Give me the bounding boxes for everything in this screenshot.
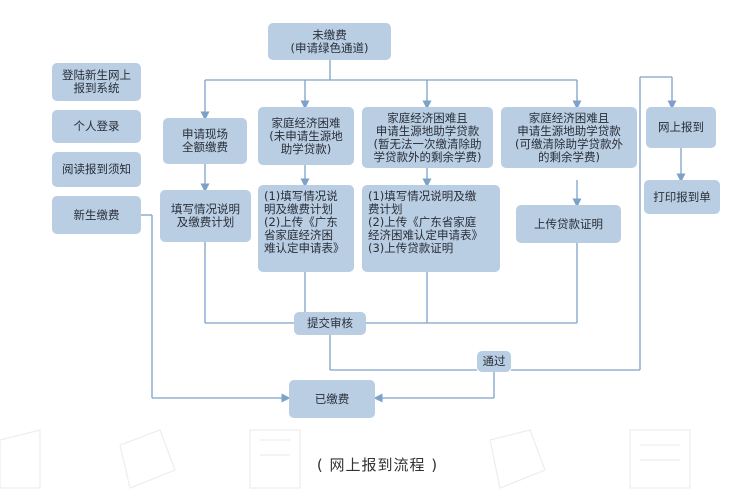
- col3-head-4: 学贷款外的剩余学费): [374, 151, 482, 164]
- col3-body-5: (3)上传贷款证明: [368, 242, 483, 255]
- unpaid-sublabel: (申请绿色通道): [291, 42, 369, 55]
- col3-head-3: (暂无法一次缴清除助: [374, 138, 482, 151]
- print-registration-label: 打印报到单: [653, 191, 711, 204]
- read-notice-label: 阅读报到须知: [62, 163, 131, 176]
- personal-login-label: 个人登录: [74, 120, 120, 133]
- col2-head-1: 家庭经济困难: [269, 117, 343, 130]
- col1-body-node: 填写情况说明 及缴费计划: [160, 190, 251, 242]
- print-registration-node: 打印报到单: [644, 180, 720, 214]
- read-notice-node: 阅读报到须知: [52, 152, 141, 187]
- col3-head-node: 家庭经济困难且 申请生源地助学贷款 (暂无法一次缴清除助 学贷款外的剩余学费): [362, 107, 493, 168]
- col2-head-node: 家庭经济困难 (未申请生源地 助学贷款): [258, 107, 354, 165]
- col3-head-2: 申请生源地助学贷款: [374, 125, 482, 138]
- col2-head-3: 助学贷款): [269, 143, 343, 156]
- new-student-payment-node: 新生缴费: [52, 196, 141, 234]
- unpaid-label: 未缴费: [291, 29, 369, 42]
- pass-node: 通过: [477, 351, 511, 372]
- col2-body-node: (1)填写情况说 明及缴费计划 (2)上传《广东 省家庭经济困 难认定申请表》: [258, 185, 354, 272]
- col4-head-1: 家庭经济困难且: [515, 112, 623, 125]
- online-registration-node: 网上报到: [646, 107, 716, 148]
- submit-review-node: 提交审核: [294, 312, 366, 335]
- col3-body-node: (1)填写情况说明及缴 费计划 (2)上传《广东省家庭 经济困难认定申请表》 (…: [362, 185, 500, 272]
- login-system-label-2: 报到系统: [62, 82, 131, 95]
- online-registration-label: 网上报到: [658, 121, 704, 134]
- col2-head-2: (未申请生源地: [269, 130, 343, 143]
- submit-review-label: 提交审核: [307, 317, 353, 330]
- onsite-full-payment-node: 申请现场 全额缴费: [163, 118, 247, 164]
- login-system-node: 登陆新生网上 报到系统: [52, 63, 141, 101]
- upload-loan-proof-label: 上传贷款证明: [534, 218, 603, 231]
- col3-head-1: 家庭经济困难且: [374, 112, 482, 125]
- col4-head-2: 申请生源地助学贷款: [515, 125, 623, 138]
- new-student-payment-label: 新生缴费: [74, 209, 120, 222]
- col4-head-node: 家庭经济困难且 申请生源地助学贷款 (可缴清除助学贷款外 的剩余学费): [501, 107, 637, 168]
- diagram-caption: ( 网上报到流程 ): [0, 454, 755, 475]
- paid-node: 已缴费: [289, 380, 375, 418]
- paid-label: 已缴费: [315, 393, 350, 406]
- col2-body-5: 难认定申请表》: [264, 242, 345, 255]
- pass-label: 通过: [483, 355, 506, 368]
- col1-body-2: 及缴费计划: [171, 216, 240, 229]
- personal-login-node: 个人登录: [52, 110, 141, 143]
- upload-loan-proof-node: 上传贷款证明: [516, 205, 621, 243]
- unpaid-node: 未缴费 (申请绿色通道): [268, 23, 391, 60]
- col4-head-4: 的剩余学费): [515, 151, 623, 164]
- col1-head-2: 全额缴费: [182, 141, 228, 154]
- col4-head-3: (可缴清除助学贷款外: [515, 138, 623, 151]
